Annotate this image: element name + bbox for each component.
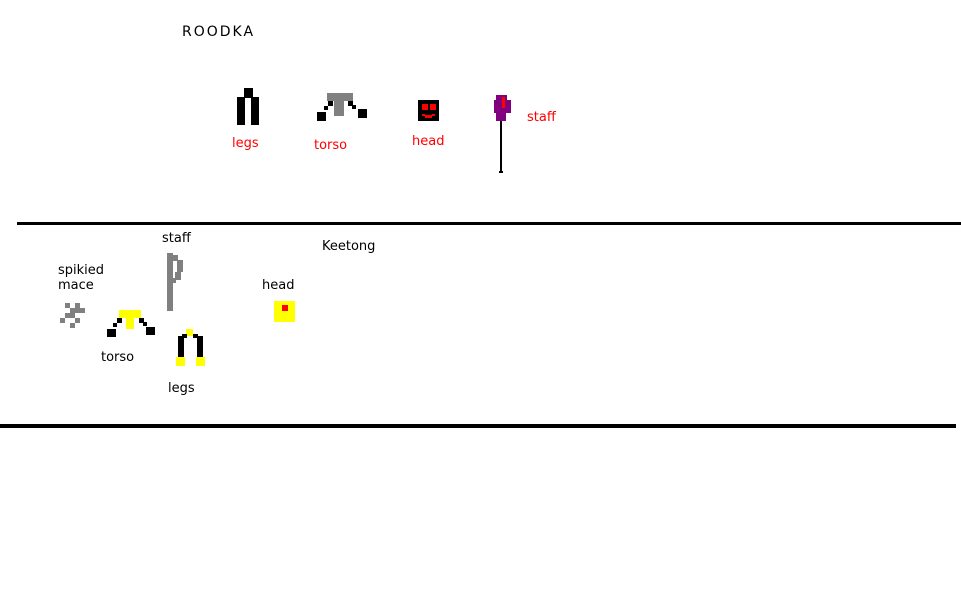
- section-divider-bottom: [0, 424, 956, 428]
- pixel-rect: [196, 357, 205, 366]
- pixel-rect: [352, 105, 356, 109]
- keetong-staff-sprite: [165, 250, 185, 312]
- roodka-title: ROODKA: [182, 24, 256, 40]
- pixel-rect: [113, 323, 117, 327]
- pixel-cell: [75, 303, 80, 308]
- pixel-rect: [117, 318, 122, 323]
- pixel-cell: [70, 323, 75, 328]
- keetong-spiked-mace-label-line2: mace: [58, 278, 94, 293]
- pixel-rect: [324, 106, 328, 110]
- keetong-torso-label: torso: [101, 350, 135, 365]
- pixel-rect: [317, 112, 326, 121]
- pixel-rect: [237, 97, 245, 125]
- pixel-rect: [358, 109, 367, 118]
- keetong-legs-label: legs: [168, 381, 195, 396]
- pixel-rect: [282, 305, 288, 311]
- pixel-cell: [70, 308, 75, 313]
- pixel-rect: [182, 334, 187, 338]
- roodka-staff-label: staff: [527, 110, 556, 125]
- pixel-rect: [496, 113, 506, 121]
- keetong-spiked-mace-label-line1: spikied: [58, 263, 105, 278]
- pixel-cell: [60, 318, 65, 323]
- pixel-rect: [175, 272, 181, 280]
- keetong-torso-sprite: [105, 310, 156, 338]
- pixel-rect: [176, 357, 185, 366]
- pixel-rect: [425, 115, 432, 118]
- pixel-rect: [244, 88, 253, 98]
- pixel-rect: [430, 104, 436, 110]
- pixel-rect: [334, 101, 344, 116]
- pixel-rect: [327, 93, 353, 101]
- keetong-staff-label: staff: [162, 231, 191, 246]
- pixel-rect: [499, 171, 503, 173]
- keetong-spiked-mace-sprite: [60, 303, 85, 328]
- roodka-head-sprite: [418, 100, 439, 121]
- roodka-staff-sprite: [494, 95, 512, 175]
- pixel-rect: [178, 336, 184, 358]
- pixel-cell: [75, 308, 80, 313]
- roodka-torso-sprite: [317, 93, 368, 123]
- pixel-cell: [75, 318, 80, 323]
- keetong-title: Keetong: [322, 239, 376, 254]
- pixel-rect: [177, 260, 183, 272]
- pixel-rect: [143, 322, 147, 326]
- pixel-rect: [107, 329, 116, 337]
- pixel-cell: [65, 313, 70, 318]
- keetong-head-sprite: [274, 301, 295, 322]
- pixel-rect: [186, 329, 193, 336]
- keetong-head-label: head: [262, 278, 295, 293]
- pixel-cell: [80, 308, 85, 313]
- pixel-rect: [422, 104, 428, 110]
- pixel-rect: [193, 334, 198, 338]
- pixel-rect: [502, 97, 505, 108]
- pixel-cell: [65, 303, 70, 308]
- roodka-head-label: head: [412, 134, 445, 149]
- roodka-legs-sprite: [237, 88, 259, 126]
- pixel-rect: [500, 121, 502, 171]
- pixel-rect: [170, 278, 176, 283]
- pixel-rect: [274, 301, 295, 322]
- pixel-rect: [126, 318, 134, 329]
- keetong-legs-sprite: [176, 329, 205, 366]
- pixel-rect: [432, 114, 435, 116]
- pixel-rect: [139, 318, 144, 323]
- section-divider-top: [17, 222, 961, 225]
- pixel-rect: [422, 114, 425, 116]
- pixel-rect: [348, 101, 353, 106]
- pixel-rect: [251, 97, 259, 125]
- pixel-cell: [70, 313, 75, 318]
- pixel-rect: [119, 310, 141, 318]
- pixel-rect: [496, 95, 507, 100]
- roodka-torso-label: torso: [314, 138, 348, 153]
- pixel-rect: [173, 255, 178, 261]
- roodka-legs-label: legs: [232, 136, 259, 151]
- pixel-rect: [146, 327, 155, 335]
- pixel-rect: [328, 101, 333, 106]
- pixel-rect: [197, 336, 203, 358]
